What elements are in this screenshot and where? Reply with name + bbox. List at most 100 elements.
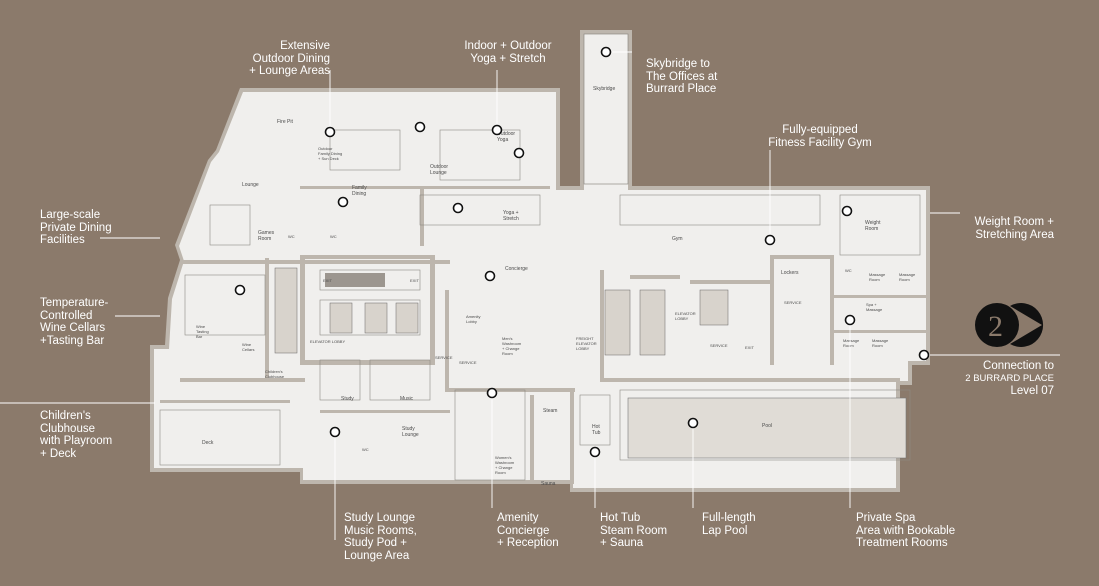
outdoor-yoga-label: Outdoor [497,131,515,137]
callout-childrens: Children's Clubhouse with Playroom + Dec… [40,410,113,460]
callout-private-dining: Large-scale Private Dining Facilities [40,209,112,246]
svg-text:Tasting: Tasting [196,329,209,334]
svg-text:WC: WC [845,268,852,273]
callout-gym: Fully-equipped Fitness Facility Gym [768,124,872,149]
elevator-lobby-label: ELEVATOR LOBBY [310,339,345,344]
svg-text:Massage: Massage [843,338,860,343]
svg-text:Massage: Massage [899,272,916,277]
callout-wine: Temperature- Controlled Wine Cellars +Ta… [40,297,109,347]
callout-yoga: Indoor + Outdoor Yoga + Stretch [464,40,552,65]
mens-washroom-label: Men's [502,336,513,341]
service-label: SERVICE [784,300,802,305]
wine-cellars-label: Wine [242,342,252,347]
gym-label: Gym [672,236,683,242]
callout-spa: Private Spa Area with Bookable Treatment… [856,512,956,549]
callout-study: Study Lounge Music Rooms, Study Pod + Lo… [344,512,417,562]
concierge-label: Concierge [505,266,528,272]
skybridge: Skybridge [583,33,629,185]
callout-weight-room: Weight Room + Stretching Area [974,216,1054,241]
svg-text:ELEVATOR: ELEVATOR [576,341,597,346]
svg-text:Room: Room [495,470,506,475]
marker-private-dining [337,196,349,208]
svg-text:Lounge: Lounge [430,170,447,176]
womens-washroom-label: Women's [495,455,511,460]
weight-room-label: Weight [865,220,881,226]
marker-outdoor-dining [324,126,336,138]
svg-text:Tub: Tub [592,430,601,436]
exit-label: EXIT [323,278,332,283]
music-label: Music [400,396,414,402]
callout-concierge: Amenity Concierge + Reception [497,512,559,549]
lockers-label: Lockers [781,270,799,276]
games-room-label: Games [258,230,275,236]
wine-tasting-bar-label: Wine [196,324,206,329]
family-dining-label: Family [352,185,367,191]
callout-skybridge: Skybridge to The Offices at Burrard Plac… [646,58,718,95]
skybridge-label: Skybridge [593,86,615,92]
callout-pool: Full-length Lap Pool [702,512,756,537]
svg-text:Bar: Bar [196,334,203,339]
spa-massage-label: Spa + [866,302,877,307]
svg-text:Massage: Massage [866,307,883,312]
svg-text:Room: Room [258,236,271,242]
steam-label: Steam [543,408,557,414]
svg-text:WC: WC [362,447,369,452]
study-lounge-label: Study [402,426,415,432]
hot-tub-label: Hot [592,424,600,430]
svg-text:Room: Room [869,277,880,282]
childrens-clubhouse-label: Children's [265,369,283,374]
markers [234,46,930,458]
pool-label: Pool [762,423,772,429]
svg-text:Room: Room [843,343,854,348]
svg-text:EXIT: EXIT [410,278,419,283]
building-footprint [150,30,930,492]
sauna-label: Sauna [541,481,556,487]
svg-text:Clubhouse: Clubhouse [265,374,285,379]
svg-text:Massage: Massage [872,338,889,343]
svg-text:Family Dining: Family Dining [318,151,342,156]
marker-skybridge [600,46,612,58]
svg-text:EXIT: EXIT [745,345,754,350]
marker-wine [234,284,246,296]
massage-room-label: Massage [869,272,886,277]
marker-gym [764,234,776,246]
marker-weight-room [841,205,853,217]
svg-text:SERVICE: SERVICE [459,360,477,365]
building-logo: 2 [975,303,1044,348]
svg-text:SERVICE: SERVICE [710,343,728,348]
marker-yoga-stretch [452,202,464,214]
amenity-lobby-label: Amenity [466,314,480,319]
svg-text:Washroom: Washroom [495,460,515,465]
leader-lines [0,51,1060,540]
svg-text:Room: Room [899,277,910,282]
wc-label: WC [288,234,295,239]
outdoor-family-dining-label: Outdoor [318,146,333,151]
svg-text:Lounge: Lounge [402,432,419,438]
marker-hot-tub [589,446,601,458]
yoga-stretch-label: Yoga + [503,210,519,216]
elevator-lobby-2-label: ELEVATOR [675,311,696,316]
svg-text:Room: Room [502,351,513,356]
logo-text: 2 [988,310,1003,343]
svg-text:Stretch: Stretch [503,216,519,222]
svg-text:Room: Room [872,343,883,348]
marker-concierge-reception [486,387,498,399]
fire-pit-label: Fire Pit [277,119,293,125]
svg-text:LOBBY: LOBBY [675,316,689,321]
marker-study [329,426,341,438]
marker-outdoor-yoga [513,147,525,159]
callout-outdoor-dining: Extensive Outdoor Dining + Lounge Areas [249,40,330,77]
deck-label: Deck [202,440,214,446]
marker-pool [687,417,699,429]
svg-text:SERVICE: SERVICE [435,355,453,360]
svg-text:Dining: Dining [352,191,366,197]
svg-text:LOBBY: LOBBY [576,346,590,351]
svg-text:+ Change: + Change [495,465,513,470]
freight-elevator-lobby-label: FREIGHT [576,336,594,341]
svg-text:Room: Room [865,226,878,232]
lounge-label: Lounge [242,182,259,188]
marker-concierge [484,270,496,282]
marker-spa [844,314,856,326]
